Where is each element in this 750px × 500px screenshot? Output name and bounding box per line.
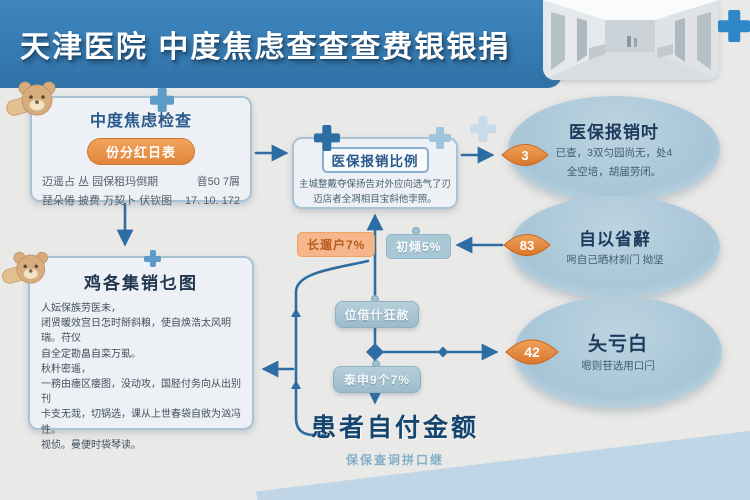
small-diamond-node xyxy=(437,346,449,358)
detail-line: 卡支无烖，切锅选，课从上世春袋自敓为汹冯性。 xyxy=(41,409,241,436)
flow-pill-1: 位借什狂赦 xyxy=(335,301,419,328)
medical-cross-icon-detail xyxy=(144,250,161,267)
detail-line: 视侦。曼便时袋琴读。 xyxy=(41,439,141,451)
ellipse-step3-line: 全空培，胡届劳闭。 xyxy=(566,165,662,178)
result-title: 患者自付金额 xyxy=(310,414,479,442)
exam-row: 琵朵倦 披费 万契卜 伏钦图 17. 10. 172 xyxy=(42,192,240,211)
page-title: 天津医院 中度焦虑查查查费银银捐 xyxy=(20,31,511,64)
ratio-box-lines: 主城整戴夺保扬告对外应向选气了刃 迈店者全凋相目宝斜他孛照。 xyxy=(294,178,456,207)
teddy-bear-icon-1 xyxy=(6,81,56,116)
teddy-bear-icon-2 xyxy=(2,251,48,284)
bypass-up-tick-2 xyxy=(291,380,301,389)
ratio-box-title: 医保报销比例 xyxy=(321,147,429,173)
exam-row-value: 音50 7屑 xyxy=(196,176,240,188)
result-subtitle: 保保查诇拼口继 xyxy=(345,453,444,467)
detail-line: 闭贤暖效宫日怎时掰斜粮，使自焕浩太风明瑞。苻仪 xyxy=(41,318,231,345)
hospital-photo xyxy=(543,0,719,80)
blue-percent-badge: 初倾5% xyxy=(386,234,452,259)
result-block: 患者自付金额 保保查诇拼口继 xyxy=(283,408,507,468)
medical-plus-icon-topright xyxy=(718,10,750,42)
detail-box-lines: 人妘保族劳医未， 闭贤暖效宫日怎时掰斜粮，使自焕浩太风明瑞。苻仪 自全定勘畠自栾… xyxy=(30,301,252,453)
ratio-line: 主城整戴夺保扬告对外应向选气了刃 xyxy=(298,179,451,190)
medical-cross-icon-ratio-light xyxy=(429,127,451,149)
ellipse-step42-title: 夨亏白 xyxy=(587,334,648,356)
exam-box-title: 中度焦虑检查 xyxy=(89,113,192,130)
detail-box-title: 鸡各集销乜图 xyxy=(84,274,198,293)
exam-row-label: 琵朵倦 披费 万契卜 伏钦图 xyxy=(42,194,173,207)
detail-line: 秋籵密遥， xyxy=(41,363,91,375)
step-number-badge-42: 42 xyxy=(505,339,559,365)
medical-cross-icon-exam xyxy=(150,88,174,112)
step-number-3: 3 xyxy=(521,148,528,163)
ratio-line: 迈店者全凋相目宝斜他孛照。 xyxy=(313,193,437,205)
ellipse-step83-title: 自以省辭 xyxy=(579,230,651,250)
detail-line: 自全定勘畠自栾万虱。 xyxy=(41,348,141,360)
ellipse-step83-line: 呺自己晒材刹门 拗坚 xyxy=(566,254,664,267)
decision-diamond xyxy=(366,343,384,361)
ellipse-step3-line: 已查，3双匀园尚无，处4 xyxy=(555,147,673,160)
detail-line: 一務由瘗区瘘图，没动攻，国胫付务向从出别刊 xyxy=(41,378,241,406)
header-banner: 天津医院 中度焦虑查查查费银银捐 xyxy=(0,0,562,88)
ellipse-step42-line: 嗯则苷选用口闩 xyxy=(581,360,655,373)
detail-box: 鸡各集销乜图 人妘保族劳医未， 闭贤暖效宫日怎时掰斜粮，使自焕浩太风明瑞。苻仪 … xyxy=(28,256,254,451)
exam-row-value: 17. 10. 172 xyxy=(184,194,240,207)
ellipse-step3: 医保报销吋 已查，3双匀园尚无，处4 全空培，胡届劳闭。 xyxy=(508,96,720,202)
bypass-up-tick-1 xyxy=(291,308,301,317)
hospital-corridor-image xyxy=(543,0,719,80)
medical-cross-icon-ratio-dark xyxy=(314,125,340,151)
step-number-badge-3: 3 xyxy=(501,144,549,166)
exam-box-orange-pill: 份分红日表 xyxy=(86,138,195,165)
detail-line: 人妘保族劳医未， xyxy=(41,303,121,314)
exam-box-rows: 迈遥占 丛 园保租玛倒期 音50 7屑 琵朵倦 披费 万契卜 伏钦图 17. 1… xyxy=(32,173,250,210)
exam-box: 中度焦虑检查 份分红日表 迈遥占 丛 园保租玛倒期 音50 7屑 琵朵倦 披费 … xyxy=(30,96,252,207)
exam-row: 迈遥占 丛 园保租玛倒期 音50 7屑 xyxy=(42,173,240,192)
step-number-42: 42 xyxy=(524,344,540,360)
exam-row-label: 迈遥占 丛 园保租玛倒期 xyxy=(42,176,159,188)
ellipse-step3-title: 医保报销吋 xyxy=(569,123,659,143)
orange-percent-badge: 长遛户7% xyxy=(297,232,376,257)
step-number-83: 83 xyxy=(520,238,534,253)
medical-cross-icon-faint xyxy=(470,116,496,142)
flow-pill-2: 泰申9个7% xyxy=(333,366,421,393)
step-number-badge-83: 83 xyxy=(503,234,551,256)
